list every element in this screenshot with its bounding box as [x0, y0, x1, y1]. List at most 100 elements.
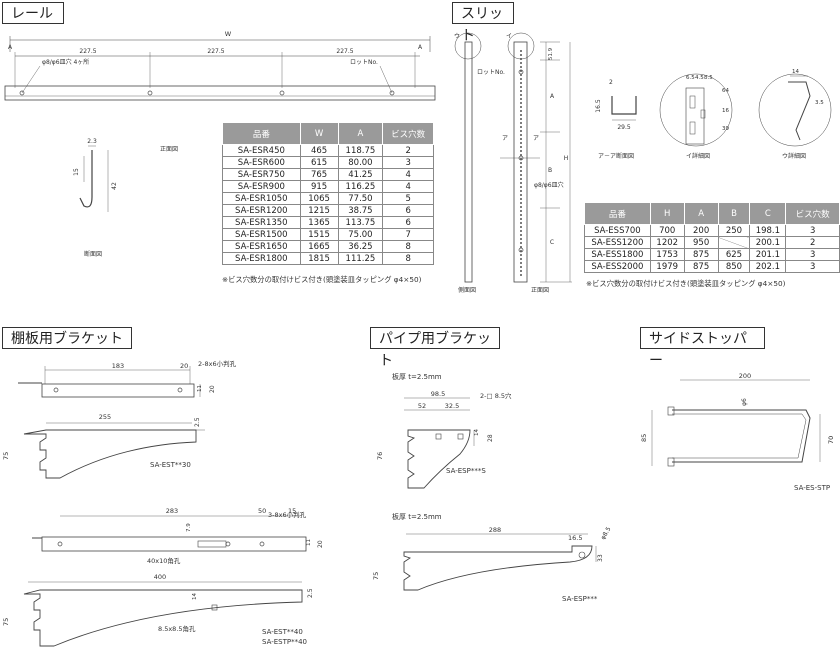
slit-u-detail-label: ウ詳細図: [782, 152, 806, 160]
slit-dim-h: H: [564, 155, 569, 162]
slit-dim-45: 4.5: [695, 75, 704, 81]
sb30-dim-255: 255: [99, 413, 111, 421]
slit-dim-35: 3.5: [815, 100, 824, 106]
rail-table-cell: 5: [382, 192, 434, 205]
pb-s-dim-76: 76: [376, 452, 384, 460]
rail-table-cell: 3: [382, 156, 434, 169]
rail-table-cell: 915: [299, 180, 339, 193]
rail-screw-note: ※ビス穴数分の取付けビス付き(頭塗装皿タッピング φ4×50): [222, 275, 422, 284]
slit-table-cell: SA-ESS1800: [584, 248, 651, 261]
ss-model: SA-ES-STP: [794, 484, 830, 492]
rail-table-cell: SA-ESR1350: [222, 216, 301, 229]
sb40-model-2: SA-ESTP**40: [262, 638, 307, 646]
rail-table-cell: 111.25: [337, 252, 384, 265]
sb30-dim-11: 11: [197, 385, 203, 392]
rail-table-cell: 116.25: [337, 180, 384, 193]
sb40-dim-400: 400: [154, 573, 166, 581]
rail-table-cell: 1365: [299, 216, 339, 229]
sb40-dim-79: 7.9: [186, 523, 192, 532]
rail-col-w: W: [299, 122, 339, 145]
slit-dim-295: 29.5: [617, 124, 631, 131]
slit-dim-c: C: [550, 239, 554, 246]
sb40-model-1: SA-EST**40: [262, 628, 303, 636]
slit-dim-2: 2: [609, 79, 613, 86]
slit-dim-165: 16.5: [595, 99, 602, 113]
rail-col-model: 品番: [222, 122, 301, 145]
slit-table-cell: 200: [683, 224, 719, 237]
shelf-bracket-40-drawing: 283 50 15 3-8x6小判孔 7.9 40x10角孔 11 20 400…: [2, 507, 324, 647]
pb-s-dim-325: 32.5: [445, 402, 459, 410]
slit-col-screws: ビス穴数: [785, 202, 840, 225]
rail-front-view: W A A 227.5 227.5 227.5 φ8/φ6皿穴 4ヶ所 ロットN…: [4, 30, 436, 101]
rail-table-cell: 75.00: [337, 228, 384, 241]
slit-front-view-label: 正面図: [531, 287, 549, 294]
slit-table-cell: 625: [717, 248, 751, 261]
pb-s-holes: 2-□ 8.5穴: [480, 391, 512, 400]
pipe-bracket-drawing: 板厚 t=2.5mm 288 16.5 φ8.5 33 75 SA-ESP***: [372, 512, 613, 603]
slit-hole-label: φ8/φ6皿穴: [534, 181, 564, 189]
rail-col-a: A: [337, 122, 384, 145]
slit-section-title: スリット: [452, 2, 514, 44]
rail-dim-a-right: A: [418, 44, 423, 51]
rail-table-cell: 77.50: [337, 192, 384, 205]
pb-s-model: SA-ESP***S: [446, 467, 486, 475]
pb-s-dim-28: 28: [487, 434, 494, 442]
rail-table-cell: 1215: [299, 204, 339, 217]
rail-dim-23: 2.3: [87, 138, 97, 145]
ss-dim-85: 85: [640, 434, 648, 442]
pb-s-thickness: 板厚 t=2.5mm: [392, 372, 442, 381]
slit-table-cell: 3: [785, 248, 840, 261]
sb40-holes: 3-8x6小判孔: [268, 510, 307, 519]
pb-s-dim-985: 98.5: [431, 390, 445, 398]
ss-dim-200: 200: [739, 372, 751, 380]
slit-col-b: B: [717, 202, 751, 225]
rail-lot-label: ロットNo.: [350, 59, 378, 66]
slit-a-section-label: ア－ア断面図: [598, 152, 634, 160]
rail-table-cell: SA-ESR900: [222, 180, 301, 193]
sb40-dim-20: 20: [317, 540, 324, 548]
rail-table-cell: SA-ESR600: [222, 156, 301, 169]
rail-dim-42: 42: [111, 182, 118, 190]
sb30-model: SA-EST**30: [150, 461, 191, 469]
slit-table-cell: SA-ESS700: [584, 224, 651, 237]
slit-screw-note: ※ビス穴数分の取付けビス付き(頭塗装皿タッピング φ4×50): [586, 279, 786, 288]
pb-s-dim-52: 52: [418, 402, 426, 410]
slit-table-cell: 700: [649, 224, 685, 237]
rail-table-cell: 6: [382, 204, 434, 217]
rail-hole-label: φ8/φ6皿穴 4ヶ所: [42, 58, 89, 66]
slit-i-detail-label: イ詳細図: [686, 152, 710, 160]
rail-table-cell: 4: [382, 180, 434, 193]
sb40-dim-25: 2.5: [307, 588, 314, 598]
sb40-square-hole-2: 8.5x8.5角孔: [158, 624, 196, 633]
rail-table-cell: 80.00: [337, 156, 384, 169]
rail-table-header: 品番 W A ビス穴数: [222, 122, 434, 145]
rail-table-cell: 2: [382, 144, 434, 157]
slit-table-cell: 850: [717, 260, 751, 273]
slit-table-cell: 202.1: [749, 260, 787, 273]
rail-table-cell: 1815: [299, 252, 339, 265]
slit-col-c: C: [749, 202, 787, 225]
slit-dim-64: 64: [722, 88, 729, 94]
slit-col-h: H: [649, 202, 685, 225]
rail-table-cell: SA-ESR450: [222, 144, 301, 157]
rail-table-cell: 1515: [299, 228, 339, 241]
rail-col-screws: ビス穴数: [382, 122, 434, 145]
sb30-dim-20b: 20: [209, 385, 216, 393]
pb-dim-288: 288: [489, 526, 501, 534]
slit-callout-u: ウ: [454, 32, 460, 40]
slit-table-cell: 3: [785, 224, 840, 237]
rail-table-cell: 6: [382, 216, 434, 229]
rail-table-cell: 8: [382, 252, 434, 265]
shelf-bracket-section-title: 棚板用ブラケット: [2, 327, 132, 349]
slit-dim-519: 51.9: [548, 47, 554, 60]
